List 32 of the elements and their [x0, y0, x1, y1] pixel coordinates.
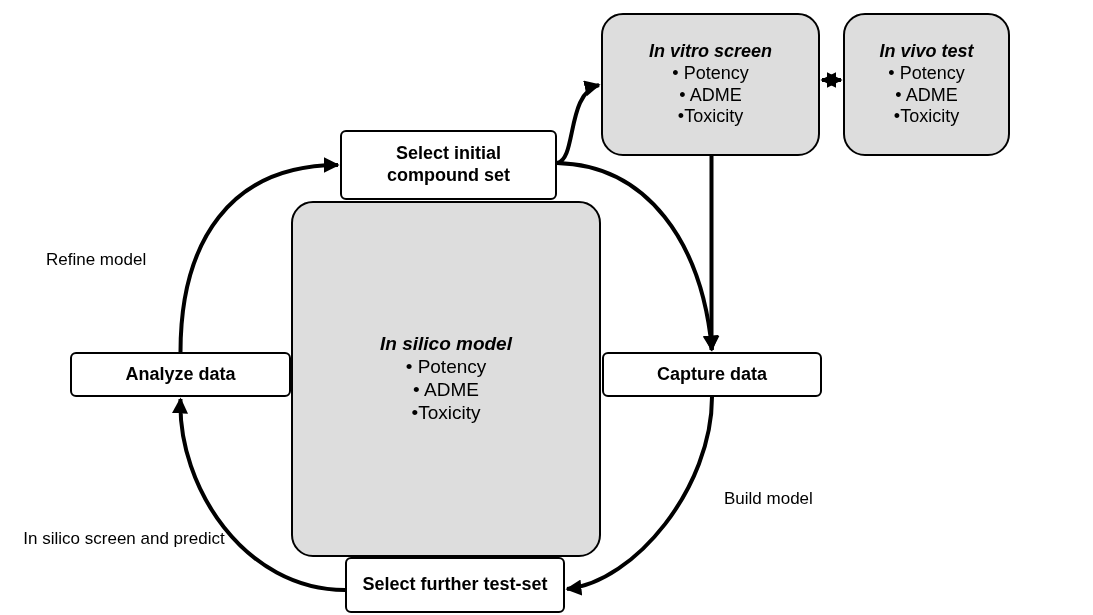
panel-heading: In vivo test: [879, 41, 974, 63]
list-item: • Potency: [405, 356, 487, 379]
arrow: [703, 156, 720, 352]
list-item: • ADME: [413, 379, 479, 402]
list-item: • ADME: [895, 84, 958, 107]
panel-heading: In vitro screen: [648, 41, 772, 63]
arrow: [820, 72, 843, 88]
list-item: • ADME: [679, 84, 742, 107]
list-item: •Toxicity: [677, 106, 744, 128]
process-box: [602, 352, 822, 397]
box-label: Select further test-set: [361, 574, 549, 596]
panel-heading: In silico model: [380, 333, 512, 357]
list-item: •Toxicity: [411, 401, 481, 425]
box-label: Analyze data: [124, 363, 237, 386]
process-box: [340, 130, 557, 200]
rounded-panel: [601, 13, 820, 156]
step-label: Refine model: [46, 249, 148, 271]
arrow: [178, 157, 340, 353]
arrow: [172, 397, 346, 592]
rounded-panel: [843, 13, 1010, 156]
box-label: Capture data: [656, 363, 768, 386]
process-box: [345, 557, 565, 613]
box-label: Select initial compound set: [386, 143, 511, 187]
list-item: • Potency: [672, 62, 749, 85]
process-box: [70, 352, 291, 397]
rounded-panel: [291, 201, 601, 557]
arrow: [556, 161, 719, 352]
list-item: •Toxicity: [893, 106, 960, 128]
step-label: In silico screen and predict: [22, 528, 226, 550]
step-label: Build model: [724, 488, 814, 510]
list-item: • Potency: [888, 62, 965, 85]
arrow: [565, 396, 714, 594]
